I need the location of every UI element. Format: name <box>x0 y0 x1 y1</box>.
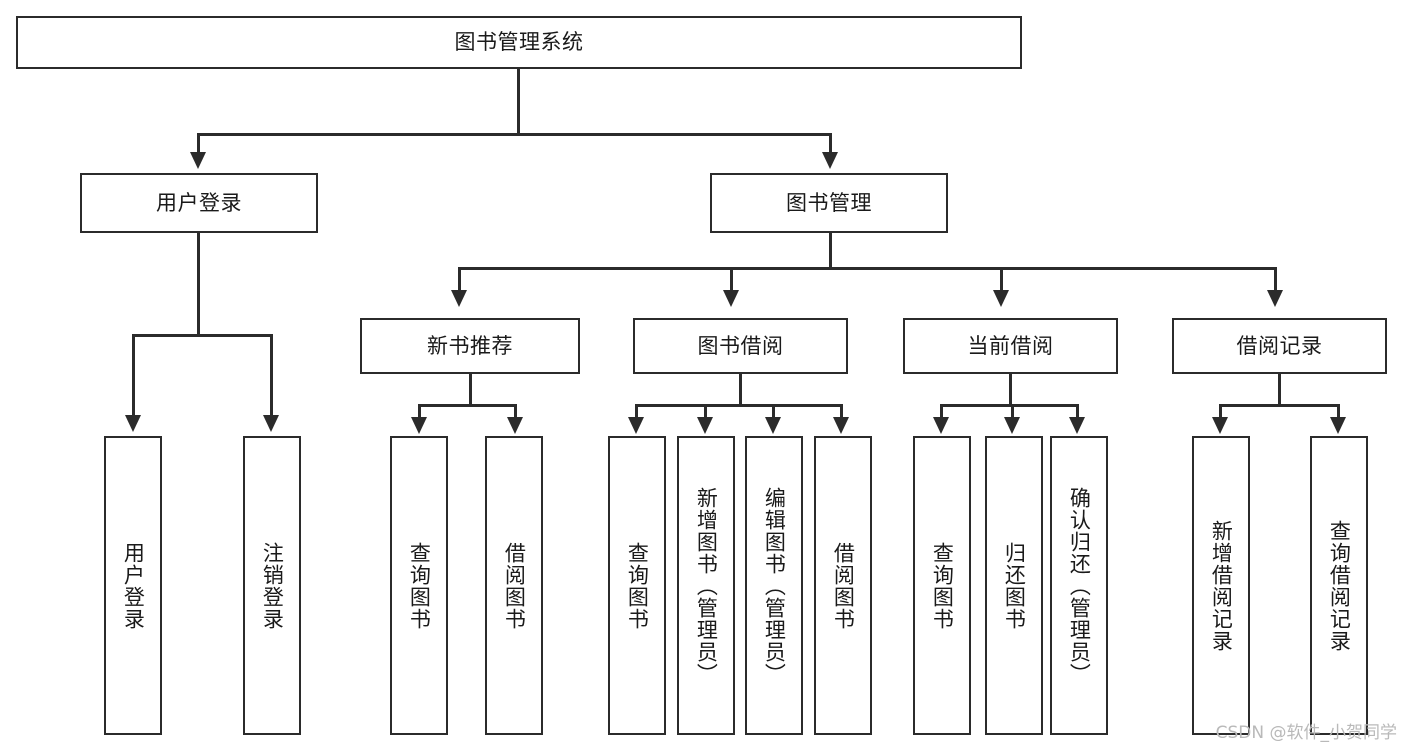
node-book-borrow-label: 图书借阅 <box>697 333 784 358</box>
node-leaf-add-borrow-rec[interactable]: 新增借阅记录 <box>1192 436 1250 735</box>
node-book-manage[interactable]: 图书管理 <box>710 173 948 233</box>
arrow-leaf-add-book <box>697 417 713 434</box>
connector-br-a <box>1219 404 1222 420</box>
node-leaf-return-book-label: 归还图书 <box>1002 541 1027 630</box>
arrow-leaf-add-borrow-rec <box>1212 417 1228 434</box>
connector-cb-b <box>1011 404 1014 420</box>
node-root-label: 图书管理系统 <box>454 30 584 55</box>
arrow-leaf-query-book-2 <box>628 417 644 434</box>
arrow-leaf-query-book-3 <box>933 417 949 434</box>
connector-borrow-record-bar <box>1219 404 1340 407</box>
connector-borrow-record-stem <box>1278 374 1281 406</box>
connector-nbr-b <box>514 404 517 420</box>
connector-user-login-left <box>132 334 135 418</box>
connector-nbr-a <box>418 404 421 420</box>
node-leaf-query-book-3[interactable]: 查询图书 <box>913 436 971 735</box>
node-leaf-query-borrow-rec-label: 查询借阅记录 <box>1327 519 1352 652</box>
connector-to-new-book-rec <box>458 267 461 293</box>
connector-bb-d <box>840 404 843 420</box>
arrow-leaf-borrow-book-1 <box>507 417 523 434</box>
node-borrow-record-label: 借阅记录 <box>1236 333 1323 358</box>
node-user-login[interactable]: 用户登录 <box>80 173 318 233</box>
node-leaf-borrow-book-1[interactable]: 借阅图书 <box>485 436 543 735</box>
node-leaf-confirm-return-label: 确认归还（管理员） <box>1067 486 1092 685</box>
connector-bb-a <box>635 404 638 420</box>
node-leaf-query-book-1[interactable]: 查询图书 <box>390 436 448 735</box>
connector-user-login-right <box>270 334 273 418</box>
connector-bb-b <box>704 404 707 420</box>
node-leaf-add-borrow-rec-label: 新增借阅记录 <box>1209 519 1234 652</box>
node-leaf-user-login-label: 用户登录 <box>121 541 146 630</box>
connector-current-borrow-bar <box>940 404 1079 407</box>
node-borrow-record[interactable]: 借阅记录 <box>1172 318 1387 374</box>
arrow-leaf-confirm-return <box>1069 417 1085 434</box>
connector-user-login-bar <box>132 334 273 337</box>
node-user-login-label: 用户登录 <box>156 190 242 215</box>
node-leaf-user-logout-label: 注销登录 <box>260 541 285 630</box>
connector-level3-bar <box>458 267 1277 270</box>
node-current-borrow-label: 当前借阅 <box>967 333 1054 358</box>
connector-bb-c <box>772 404 775 420</box>
node-leaf-query-book-1-label: 查询图书 <box>407 541 432 630</box>
node-leaf-user-logout[interactable]: 注销登录 <box>243 436 301 735</box>
arrow-to-book-borrow <box>723 290 739 307</box>
arrow-leaf-query-book-1 <box>411 417 427 434</box>
node-leaf-borrow-book-2-label: 借阅图书 <box>831 541 856 630</box>
connector-book-borrow-bar <box>635 404 843 407</box>
connector-user-login-stem <box>197 233 200 335</box>
connector-root-stem <box>517 69 520 134</box>
node-leaf-add-book-label: 新增图书（管理员） <box>694 486 719 685</box>
arrow-to-user-login <box>190 152 206 169</box>
arrow-to-borrow-record <box>1267 290 1283 307</box>
connector-cb-c <box>1076 404 1079 420</box>
connector-new-book-rec-bar <box>418 404 517 407</box>
arrow-leaf-borrow-book-2 <box>833 417 849 434</box>
arrow-leaf-edit-book <box>765 417 781 434</box>
arrow-to-current-borrow <box>993 290 1009 307</box>
connector-book-borrow-stem <box>739 374 742 406</box>
connector-to-book-manage <box>829 133 832 155</box>
arrow-leaf-query-borrow-rec <box>1330 417 1346 434</box>
connector-book-manage-stem <box>829 233 832 269</box>
node-new-book-rec[interactable]: 新书推荐 <box>360 318 580 374</box>
arrow-leaf-user-logout <box>263 415 279 432</box>
node-leaf-return-book[interactable]: 归还图书 <box>985 436 1043 735</box>
connector-to-user-login <box>197 133 200 155</box>
connector-cb-a <box>940 404 943 420</box>
node-new-book-rec-label: 新书推荐 <box>427 333 513 358</box>
connector-to-current-borrow <box>1000 267 1003 293</box>
node-root[interactable]: 图书管理系统 <box>16 16 1022 69</box>
node-leaf-query-book-2[interactable]: 查询图书 <box>608 436 666 735</box>
connector-to-book-borrow <box>730 267 733 293</box>
node-leaf-query-borrow-rec[interactable]: 查询借阅记录 <box>1310 436 1368 735</box>
connector-new-book-rec-stem <box>469 374 472 406</box>
arrow-leaf-return-book <box>1004 417 1020 434</box>
node-book-manage-label: 图书管理 <box>786 190 872 215</box>
node-leaf-borrow-book-2[interactable]: 借阅图书 <box>814 436 872 735</box>
node-book-borrow[interactable]: 图书借阅 <box>633 318 848 374</box>
arrow-leaf-user-login <box>125 415 141 432</box>
node-current-borrow[interactable]: 当前借阅 <box>903 318 1118 374</box>
node-leaf-confirm-return[interactable]: 确认归还（管理员） <box>1050 436 1108 735</box>
connector-to-borrow-record <box>1274 267 1277 293</box>
arrow-to-book-manage <box>822 152 838 169</box>
node-leaf-user-login[interactable]: 用户登录 <box>104 436 162 735</box>
connector-br-b <box>1337 404 1340 420</box>
connector-current-borrow-stem <box>1009 374 1012 406</box>
node-leaf-add-book[interactable]: 新增图书（管理员） <box>677 436 735 735</box>
node-leaf-query-book-3-label: 查询图书 <box>930 541 955 630</box>
arrow-to-new-book-rec <box>451 290 467 307</box>
connector-level2-bar <box>197 133 831 136</box>
node-leaf-query-book-2-label: 查询图书 <box>625 541 650 630</box>
node-leaf-edit-book-label: 编辑图书（管理员） <box>762 486 787 685</box>
node-leaf-edit-book[interactable]: 编辑图书（管理员） <box>745 436 803 735</box>
node-leaf-borrow-book-1-label: 借阅图书 <box>502 541 527 630</box>
